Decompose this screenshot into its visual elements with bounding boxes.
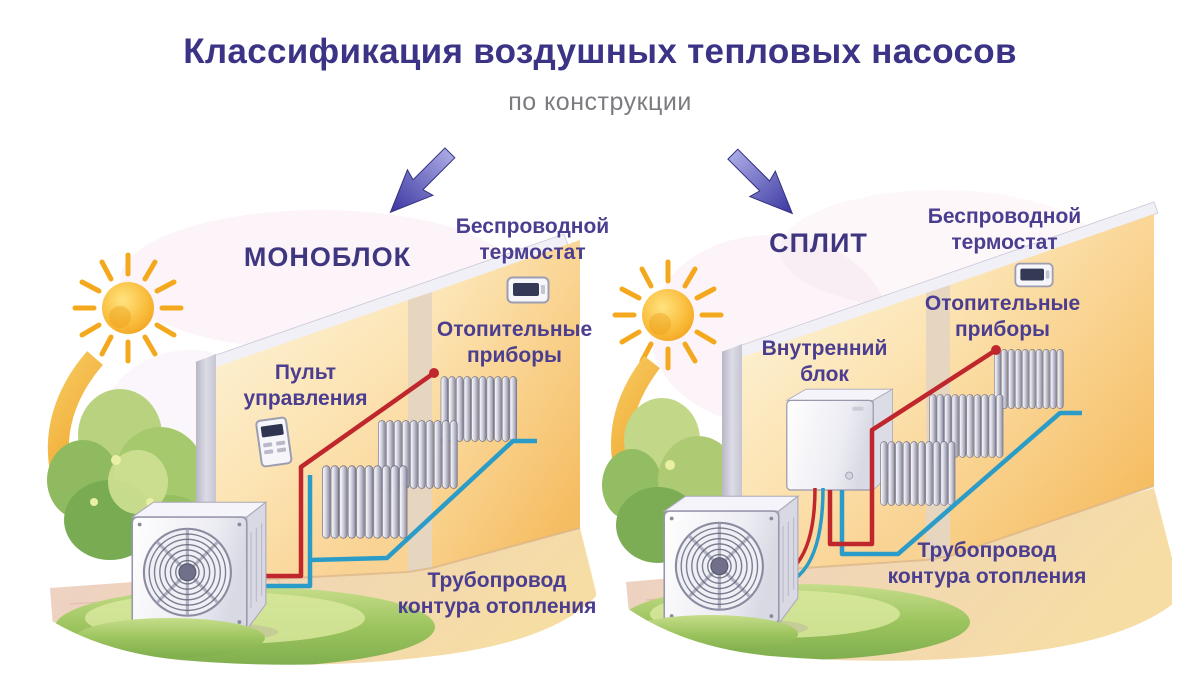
outdoor-unit bbox=[130, 500, 268, 637]
monoblock-heaters-label: Отопительные приборы bbox=[436, 318, 593, 367]
hot-pipe bbox=[244, 371, 436, 579]
bottom-fade bbox=[610, 588, 1190, 700]
cold-pipe bbox=[839, 410, 1082, 557]
direction-arrow-icon bbox=[727, 148, 794, 215]
hot-pipe-node bbox=[991, 345, 1001, 355]
hot-pipe bbox=[827, 348, 998, 547]
split-indoor-unit-label: Внутренний блок bbox=[761, 337, 888, 386]
monoblock-type-label: МОНОБЛОК bbox=[243, 242, 412, 272]
bottom-fade bbox=[20, 592, 600, 700]
illustration-canvas bbox=[20, 147, 1190, 700]
split-scene bbox=[602, 148, 1190, 700]
thermostat-icon bbox=[1014, 262, 1054, 288]
outdoor-unit bbox=[662, 494, 800, 631]
page-title: Классификация воздушных тепловых насосов bbox=[183, 32, 1017, 71]
indoor-unit bbox=[786, 388, 894, 491]
remote-control-icon bbox=[254, 416, 293, 468]
page-subtitle: по конструкции bbox=[508, 88, 692, 116]
split-piping-label: Трубопровод контура отопления bbox=[887, 539, 1087, 588]
monoblock-thermostat-label: Беспроводной термостат bbox=[455, 215, 610, 264]
split-heaters-label: Отопительные приборы bbox=[924, 292, 1081, 341]
split-thermostat-label: Беспроводной термостат bbox=[927, 205, 1082, 254]
monoblock-piping-label: Трубопровод контура отопления bbox=[397, 569, 597, 618]
direction-arrow-icon bbox=[389, 147, 456, 214]
split-type-label: СПЛИТ bbox=[769, 228, 868, 258]
monoblock-control-label: Пульт управления bbox=[243, 361, 368, 410]
thermostat-icon bbox=[506, 276, 550, 304]
grass-tuft bbox=[75, 618, 265, 658]
monoblock-scene bbox=[20, 147, 600, 700]
hot-pipe-node bbox=[429, 368, 439, 378]
